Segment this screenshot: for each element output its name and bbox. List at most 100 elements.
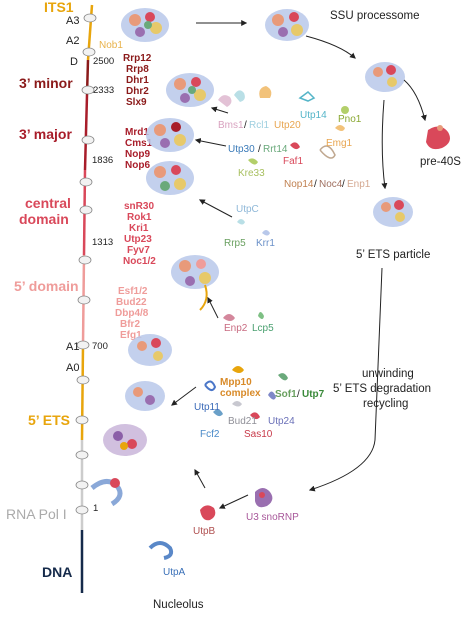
label-krr1: Krr1 [256, 238, 275, 249]
label-ssu-processome: SSU processome [330, 10, 419, 22]
pos-700: 700 [92, 341, 108, 352]
label-nop14: Nop14 [284, 179, 314, 190]
three-major-strand [83, 94, 89, 171]
label-sas10: Sas10 [244, 429, 273, 440]
label-noc4: Noc4 [319, 179, 343, 190]
factor-noc1-2: Noc1/2 [123, 256, 156, 267]
pos-1836: 1836 [92, 155, 113, 166]
label-pno1: Pno1 [338, 114, 362, 125]
label-lcp5: Lcp5 [252, 323, 274, 334]
label-recycling: recycling [363, 398, 408, 410]
label-utp24: Utp24 [268, 416, 295, 427]
label-utpb: UtpB [193, 526, 216, 537]
pos-1: 1 [93, 503, 98, 514]
label-unwinding: unwinding [362, 368, 414, 380]
label-utp30: Utp30 [228, 144, 255, 155]
label-mpp10: Mpp10 [220, 377, 252, 388]
factor-snr30: snR30 [124, 201, 154, 212]
pos-1313: 1313 [92, 237, 113, 248]
factor-rrp12: Rrp12 [123, 53, 152, 64]
u3-snornp-glyph [255, 488, 273, 508]
label-pre-40s: pre-40S [420, 156, 461, 168]
label-nucleolus: Nucleolus [153, 599, 204, 611]
factor-nop9: Nop9 [125, 149, 150, 160]
label-faf1: Faf1 [283, 156, 303, 167]
pos-2500: 2500 [93, 56, 114, 67]
factor-bud22: Bud22 [116, 297, 147, 308]
factor-list-3-major: Mrd1 Cms1 Nop9 Nop6 [125, 127, 153, 171]
free-protein-shapes [204, 86, 349, 420]
five-ets-strand [80, 344, 85, 441]
label-rcl1: Rcl1 [249, 120, 269, 131]
label-utp14: Utp14 [300, 110, 327, 121]
utpb-glyph [200, 505, 216, 521]
label-u3-snornp: U3 snoRNP [246, 512, 299, 523]
pre-40s-glyph [426, 125, 450, 150]
label-utp11: Utp11 [194, 402, 220, 413]
factor-list-3-minor: Rrp12 Rrp8 Dhr1 Dhr2 Slx9 [123, 53, 152, 108]
particle-early-2 [103, 424, 147, 456]
label-its1: ITS1 [44, 0, 74, 15]
svg-text:/: / [314, 179, 317, 190]
factor-dhr2: Dhr2 [126, 86, 149, 97]
factor-mrd1: Mrd1 [125, 127, 149, 138]
process-arrows [171, 20, 427, 509]
label-5-ets-degradation: 5’ ETS degradation [333, 383, 431, 395]
rna-polymerases [75, 13, 97, 515]
label-utp20: Utp20 [274, 120, 301, 131]
particles-column [90, 8, 219, 507]
label-rna-pol: RNA Pol I [6, 506, 67, 522]
pos-2333: 2333 [93, 85, 114, 96]
label-3-minor: 3’ minor [19, 75, 73, 91]
factor-efg1: Efg1 [120, 330, 142, 341]
particle-central [146, 161, 194, 195]
particle-3-minor [166, 73, 214, 107]
factor-utp23: Utp23 [124, 234, 152, 245]
factor-dhr1: Dhr1 [126, 75, 149, 86]
svg-text:/: / [297, 389, 300, 400]
label-bud21: Bud21 [228, 416, 257, 427]
factor-nop6: Nop6 [125, 160, 150, 171]
factor-list-5-domain: Esf1/2 Bud22 Dbp4/8 Bfr2 Efg1 [115, 286, 149, 341]
label-fcf2: Fcf2 [200, 429, 220, 440]
label-enp1: Enp1 [347, 179, 371, 190]
factor-kri1: Kri1 [129, 223, 149, 234]
factor-esf1-2: Esf1/2 [118, 286, 148, 297]
factor-nob1: Nob1 [99, 40, 123, 51]
factor-bfr2: Bfr2 [120, 319, 140, 330]
particle-5-ets [128, 334, 172, 366]
site-d: D [70, 56, 78, 68]
particle-early-3 [90, 478, 123, 507]
utpa-glyph [148, 541, 174, 560]
svg-text:/: / [258, 144, 261, 155]
label-5-ets-particle: 5’ ETS particle [356, 249, 430, 261]
label-utp7: Utp7 [302, 389, 325, 400]
factor-cms1: Cms1 [125, 138, 153, 149]
label-kre33: Kre33 [238, 168, 265, 179]
factor-rok1: Rok1 [127, 212, 152, 223]
label-dna: DNA [42, 564, 72, 580]
factor-slx9: Slx9 [126, 97, 147, 108]
five-ets-particle-glyph [373, 197, 413, 227]
label-5-ets: 5’ ETS [28, 412, 70, 428]
site-a0: A0 [66, 362, 79, 374]
label-rrp5: Rrp5 [224, 238, 246, 249]
factor-rrp8: Rrp8 [126, 64, 149, 75]
label-3-major: 3’ major [19, 126, 72, 142]
label-utpa: UtpA [163, 567, 186, 578]
label-rrt14: Rrt14 [263, 144, 288, 155]
factor-list-central: snR30 Rok1 Kri1 Utp23 Fyv7 Noc1/2 [123, 201, 156, 267]
label-complex: complex [220, 388, 261, 399]
label-sof1: Sof1 [275, 389, 297, 400]
particle-3-major [146, 118, 194, 152]
label-bms1: Bms1 [218, 120, 244, 131]
factor-fyv7: Fyv7 [127, 245, 150, 256]
label-enp2: Enp2 [224, 323, 248, 334]
site-a3: A3 [66, 15, 79, 27]
site-a2: A2 [66, 35, 79, 47]
factor-dbp4-8: Dbp4/8 [115, 308, 149, 319]
particle-early-1 [125, 381, 165, 411]
